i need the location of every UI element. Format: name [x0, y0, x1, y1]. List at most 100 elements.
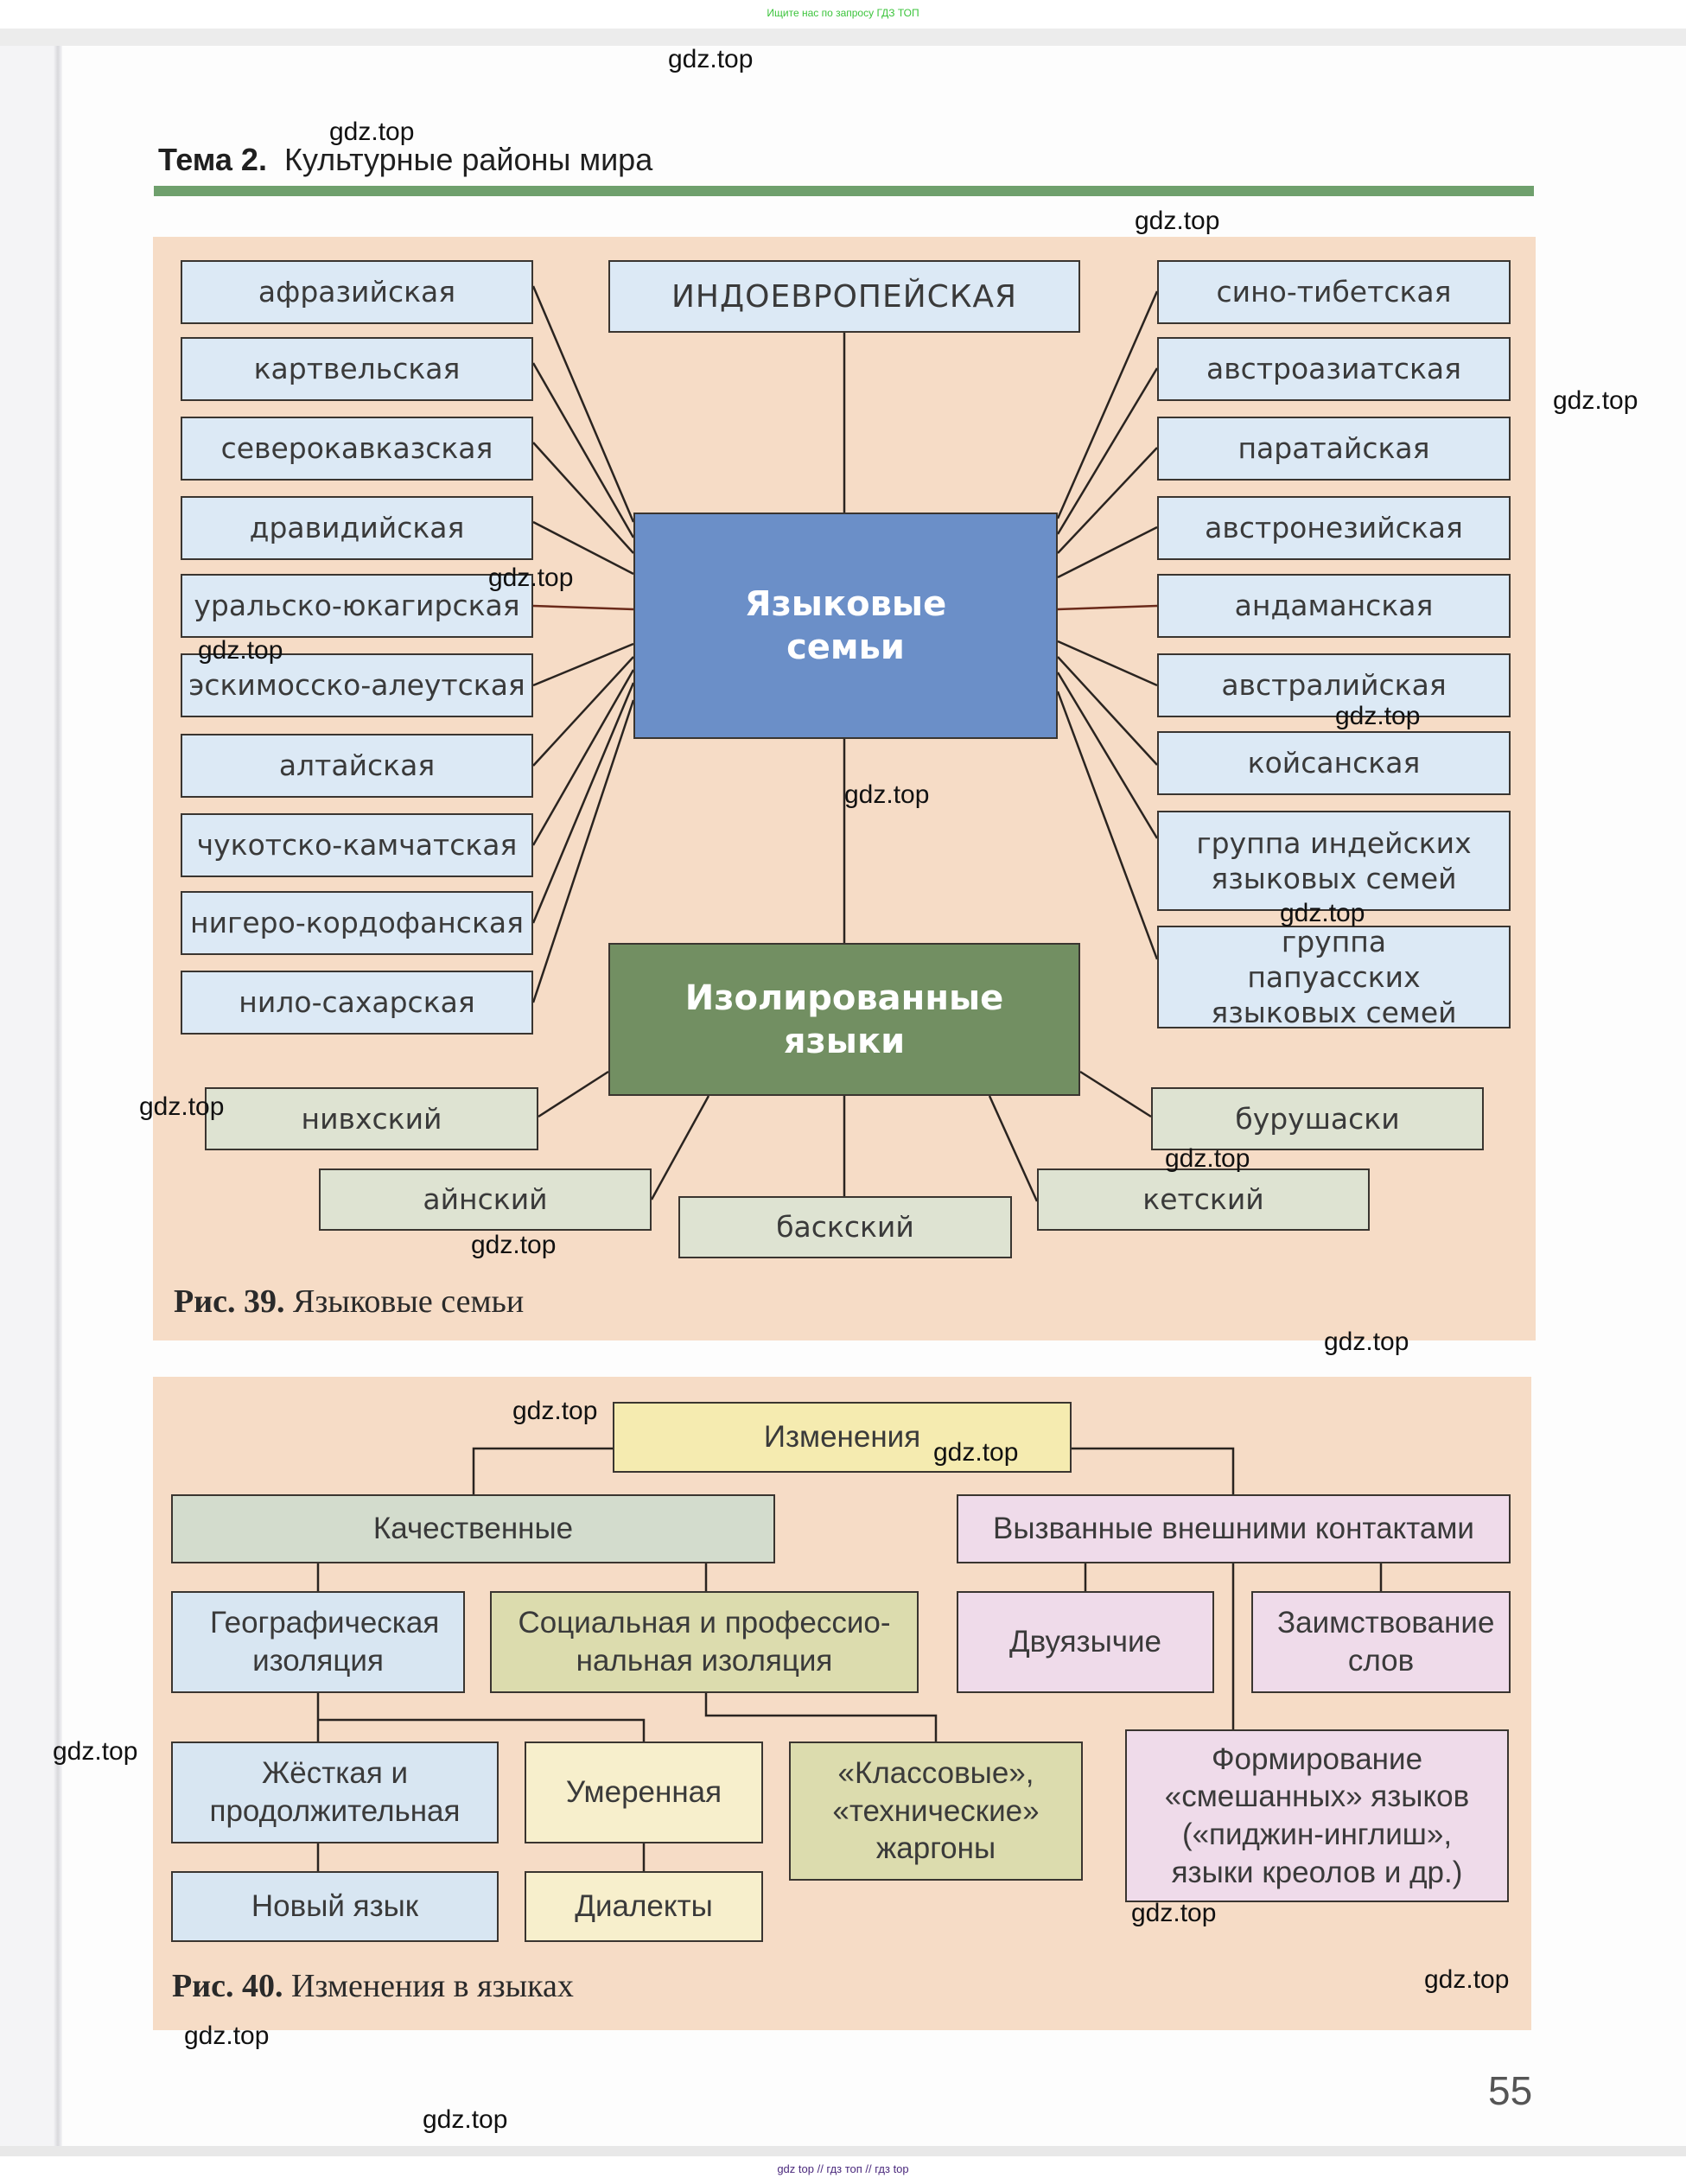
family-label: дравидийская: [249, 511, 465, 545]
figure-39-caption: Рис. 39. Языковые семьи: [174, 1283, 524, 1321]
family-box-left: северокавказская: [181, 417, 533, 481]
family-box-right: группа индейских языковых семей: [1157, 811, 1511, 911]
isolated-language-box: баскский: [678, 1196, 1012, 1258]
family-box-left: нигеро-кордофанская: [181, 891, 533, 955]
header-rule: [154, 186, 1534, 196]
watermark: gdz.top: [933, 1438, 1019, 1467]
footer-banner: gdz top // гдз топ // гдз top: [0, 2156, 1686, 2184]
isolated-language-box: нивхский: [205, 1087, 538, 1150]
family-label: группа папуасских языковых семей: [1211, 924, 1457, 1030]
watermark: gdz.top: [471, 1231, 557, 1259]
family-label: афразийская: [258, 275, 456, 309]
mixed-languages-box: Формирование «смешанных» языков («пиджин…: [1125, 1729, 1509, 1902]
family-box-right: австронезийская: [1157, 496, 1511, 560]
family-box-left: нило-сахарская: [181, 971, 533, 1035]
family-label: паратайская: [1237, 431, 1430, 466]
family-box-right: андаманская: [1157, 574, 1511, 638]
family-box-left: эскимосско-алеутская: [181, 653, 533, 717]
box-label: Умеренная: [565, 1775, 722, 1810]
figure-40-caption: Рис. 40. Изменения в языках: [172, 1967, 574, 2005]
scan-border: [0, 29, 1686, 46]
box-label: «Классовые», «технические» жаргоны: [832, 1755, 1040, 1866]
caption-text: Изменения в языках: [290, 1968, 574, 2004]
family-label: австронезийская: [1205, 511, 1463, 545]
family-label: уральско-юкагирская: [194, 589, 520, 623]
box-label: Двуязычие: [1008, 1625, 1162, 1659]
watermark: gdz.top: [139, 1092, 225, 1121]
geographic-isolation-box: Географическая изоляция: [171, 1591, 465, 1693]
watermark: gdz.top: [512, 1397, 598, 1425]
isolated-language-box: кетский: [1037, 1168, 1370, 1231]
family-box-left: уральско-юкагирская: [181, 574, 533, 638]
center-label: Языковые семьи: [744, 584, 947, 667]
family-box-right: койсанская: [1157, 731, 1511, 795]
watermark: gdz.top: [1324, 1328, 1409, 1356]
watermark: gdz.top: [488, 564, 574, 592]
family-box-right: австралийская: [1157, 653, 1511, 717]
scan-border-bottom: [0, 2146, 1686, 2156]
family-box-right: паратайская: [1157, 417, 1511, 481]
watermark: gdz.top: [668, 45, 754, 73]
box-label: Диалекты: [575, 1889, 713, 1924]
footer-banner-text: gdz top // гдз топ // гдз top: [777, 2162, 909, 2175]
bilingualism-box: Двуязычие: [957, 1591, 1214, 1693]
box-label: Социальная и профессио-нальная изоляция: [518, 1606, 891, 1678]
topic-title: Культурные районы мира: [283, 142, 653, 177]
language-families-center-box: Языковые семьи: [633, 513, 1058, 739]
isolated-language-box: айнский: [319, 1168, 652, 1231]
family-label: чукотско-камчатская: [196, 828, 518, 863]
new-language-box: Новый язык: [171, 1871, 499, 1942]
isolated-language-label: нивхский: [301, 1101, 442, 1136]
watermark: gdz.top: [844, 780, 930, 809]
family-label: нигеро-кордофанская: [190, 906, 524, 940]
watermark: gdz.top: [53, 1737, 138, 1766]
watermark: gdz.top: [1135, 207, 1220, 235]
watermark: gdz.top: [1553, 386, 1638, 415]
isolated-label: Изолированные языки: [684, 977, 1004, 1061]
external-contacts-box: Вызванные внешними контактами: [957, 1494, 1511, 1563]
watermark: gdz.top: [1424, 1965, 1510, 1994]
family-label: койсанская: [1247, 746, 1421, 780]
family-label: австралийская: [1221, 668, 1447, 703]
family-box-right: австроазиатская: [1157, 337, 1511, 401]
previous-page-edge: [0, 46, 54, 2146]
watermark: gdz.top: [1165, 1144, 1250, 1173]
watermark: gdz.top: [423, 2105, 508, 2134]
box-label: Новый язык: [251, 1889, 419, 1924]
isolated-language-label: айнский: [423, 1182, 548, 1217]
watermark: gdz.top: [1335, 702, 1421, 730]
family-label: картвельская: [253, 352, 461, 386]
watermark: gdz.top: [1280, 899, 1365, 927]
topic-header: Тема 2. Культурные районы мира: [158, 142, 652, 178]
page-fold: [54, 46, 62, 2146]
watermark: gdz.top: [329, 118, 415, 146]
family-label: эскимосско-алеутская: [188, 668, 525, 703]
family-box-left: чукотско-камчатская: [181, 813, 533, 877]
family-label: группа индейских языковых семей: [1196, 825, 1472, 895]
dialects-box: Диалекты: [525, 1871, 763, 1942]
box-label: Географическая изоляция: [210, 1606, 440, 1678]
strict-isolation-box: Жёсткая и продолжительная: [171, 1741, 499, 1843]
isolated-language-label: кетский: [1142, 1182, 1264, 1217]
box-label: Вызванные внешними контактами: [993, 1512, 1474, 1546]
jargons-box: «Классовые», «технические» жаргоны: [789, 1741, 1083, 1881]
box-label: Жёсткая и продолжительная: [209, 1756, 461, 1828]
family-box-left: алтайская: [181, 734, 533, 798]
family-label: нило-сахарская: [239, 985, 475, 1020]
borrowing-box: Заимствование слов: [1251, 1591, 1511, 1693]
caption-number: Рис. 40.: [172, 1968, 283, 2004]
page-number: 55: [1488, 2068, 1533, 2113]
family-label: алтайская: [278, 748, 436, 783]
caption-number: Рис. 39.: [174, 1283, 285, 1320]
family-box-left: афразийская: [181, 260, 533, 324]
family-label: австроазиатская: [1206, 352, 1461, 386]
top-banner: Ищите нас по запросу ГДЗ ТОП: [0, 0, 1686, 29]
caption-text: Языковые семьи: [292, 1283, 525, 1320]
family-label: сино-тибетская: [1216, 275, 1452, 309]
family-box-right: сино-тибетская: [1157, 260, 1511, 324]
qualitative-box: Качественные: [171, 1494, 775, 1563]
family-box-left: дравидийская: [181, 496, 533, 560]
isolated-language-label: бурушаски: [1235, 1101, 1400, 1136]
box-label: Качественные: [372, 1512, 574, 1546]
watermark: gdz.top: [184, 2022, 270, 2050]
